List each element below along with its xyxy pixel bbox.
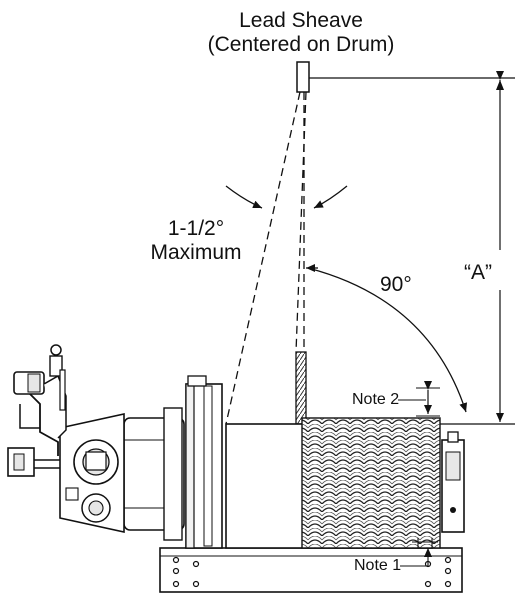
drum-flange xyxy=(295,351,307,425)
note-1-label: Note 1 xyxy=(354,557,402,574)
base-plate xyxy=(159,547,463,593)
angle-arrow-left xyxy=(225,185,263,209)
angle-arrow-right xyxy=(313,185,348,209)
wire-rope-wraps xyxy=(301,417,441,549)
lead-sheave xyxy=(296,61,310,93)
fleet-angle-label: 1-1/2° xyxy=(167,217,225,240)
right-angle-label: 90° xyxy=(380,273,412,296)
lead-sheave-label: Lead Sheave xyxy=(239,9,363,32)
fleet-angle-caption: Maximum xyxy=(150,241,242,264)
note-2-label: Note 2 xyxy=(352,391,400,408)
dimension-a-label: “A” xyxy=(462,261,494,284)
centered-on-drum-label: (Centered on Drum) xyxy=(207,33,395,56)
right-angle-arc xyxy=(307,267,468,413)
fleet-line-left xyxy=(225,91,301,425)
